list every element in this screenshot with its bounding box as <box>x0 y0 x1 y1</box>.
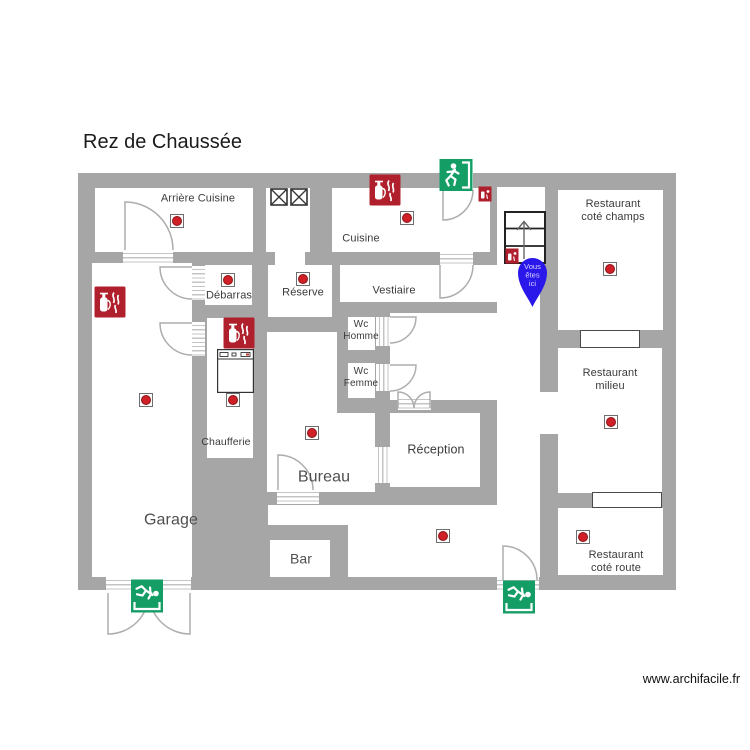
boiler-icon <box>217 349 254 393</box>
detector-dot <box>402 213 412 223</box>
detector-dot <box>298 274 308 284</box>
room-label-chaufferie: Chaufferie <box>201 435 251 448</box>
threshold-reception-west <box>375 447 390 483</box>
smoke-detector-icon <box>576 530 590 544</box>
room-label-debarras: Débarras <box>205 289 253 302</box>
room-label-restaurant-milieu: Restaurant milieu <box>582 367 638 392</box>
floor-vestiaire <box>340 265 497 302</box>
room-label-reserve: Réserve <box>282 286 324 299</box>
floor-central-hall <box>390 313 540 400</box>
threshold-chaufferie <box>192 322 205 356</box>
floor-wc-homme <box>348 317 375 350</box>
detector-dot <box>172 216 182 226</box>
threshold-debarras <box>192 266 205 300</box>
passage-champs-milieu <box>580 330 640 348</box>
room-label-wc-homme: Wc Homme <box>343 319 379 342</box>
smoke-detector-icon <box>436 529 450 543</box>
crossed-box-icon <box>290 188 308 206</box>
crossed-box-icon <box>270 188 288 206</box>
floor-bar <box>270 540 330 577</box>
fire-alarm-icon <box>479 187 492 202</box>
emergency-exit-icon <box>503 581 535 614</box>
smoke-detector-icon <box>226 393 240 407</box>
smoke-detector-icon <box>603 262 617 276</box>
room-label-arriere-cuisine: Arrière Cuisine <box>160 192 236 205</box>
fire-extinguisher-icon <box>370 175 401 206</box>
fire-extinguisher-icon <box>95 287 126 318</box>
smoke-detector-icon <box>170 214 184 228</box>
smoke-detector-icon <box>221 273 235 287</box>
threshold-reception-north <box>398 396 431 410</box>
detector-dot <box>228 395 238 405</box>
room-label-restaurant-cote-route: Restaurant coté route <box>588 549 644 574</box>
smoke-detector-icon <box>400 211 414 225</box>
milieu-left-opening <box>540 392 558 434</box>
detector-dot <box>141 395 151 405</box>
room-label-restaurant-cote-champs: Restaurant coté champs <box>581 198 645 223</box>
threshold-wc-homme <box>376 317 390 346</box>
passage-milieu-route <box>592 492 662 508</box>
smoke-detector-icon <box>604 415 618 429</box>
detector-dot <box>578 532 588 542</box>
page-title: Rez de Chaussée <box>83 131 242 153</box>
floor-restaurant-route <box>558 508 663 575</box>
detector-dot <box>223 275 233 285</box>
emergency-exit-icon <box>440 159 473 191</box>
room-label-cuisine: Cuisine <box>342 232 380 245</box>
threshold-wc-femme <box>376 364 390 391</box>
smoke-detector-icon <box>296 272 310 286</box>
detector-dot <box>605 264 615 274</box>
detector-dot <box>606 417 616 427</box>
room-label-wc-femme: Wc Femme <box>343 366 379 389</box>
emergency-exit-icon <box>131 580 163 613</box>
detector-dot <box>307 428 317 438</box>
floor-corridor-strip <box>268 505 540 525</box>
watermark: www.archifacile.fr <box>642 672 740 686</box>
room-label-bureau: Bureau <box>297 468 351 486</box>
floor-shaft-stub <box>275 252 305 266</box>
fire-alarm-icon <box>506 249 519 264</box>
floor-reception <box>390 413 480 487</box>
threshold-arriere-cuisine <box>123 250 173 264</box>
detector-dot <box>438 531 448 541</box>
room-label-reception: Réception <box>407 442 465 457</box>
smoke-detector-icon <box>305 426 319 440</box>
smoke-detector-icon <box>139 393 153 407</box>
room-label-bar: Bar <box>289 550 313 567</box>
threshold-vestiaire <box>440 251 473 266</box>
room-label-garage: Garage <box>144 511 198 529</box>
floor-restaurant-champs <box>558 190 663 330</box>
threshold-bureau <box>277 489 319 504</box>
room-label-vestiaire: Vestiaire <box>372 284 416 297</box>
fire-extinguisher-icon <box>224 318 255 349</box>
floor-wc-femme <box>348 363 375 398</box>
